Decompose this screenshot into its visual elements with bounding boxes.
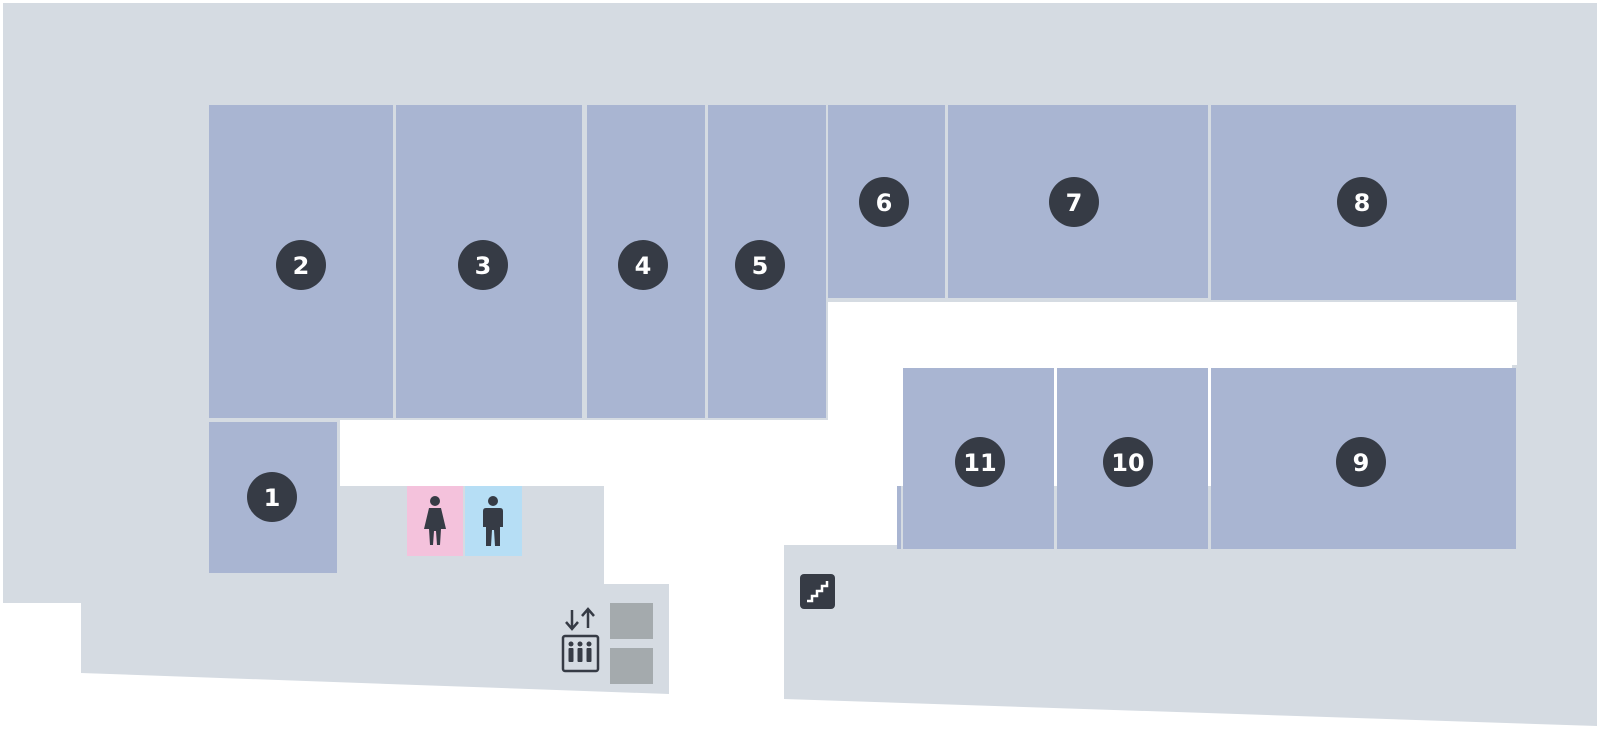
stores: [209, 105, 1516, 573]
store-number-7: 7: [1066, 189, 1083, 217]
elevator-icon: [561, 607, 600, 673]
store-marker-4[interactable]: 4: [618, 240, 668, 290]
store-number-10: 10: [1111, 449, 1144, 477]
store-marker-6[interactable]: 6: [859, 177, 909, 227]
restrooms: [407, 486, 522, 556]
elevator-car-2: [610, 648, 653, 684]
elevator[interactable]: [561, 603, 653, 684]
store-marker-5[interactable]: 5: [735, 240, 785, 290]
store-number-5: 5: [752, 252, 769, 280]
store-marker-7[interactable]: 7: [1049, 177, 1099, 227]
store-marker-3[interactable]: 3: [458, 240, 508, 290]
woman-icon: [424, 496, 446, 545]
store-number-11: 11: [963, 449, 996, 477]
store-number-9: 9: [1353, 449, 1370, 477]
man-icon: [483, 496, 503, 546]
store-marker-11[interactable]: 11: [955, 437, 1005, 487]
store-marker-10[interactable]: 10: [1103, 437, 1153, 487]
stairs[interactable]: [800, 574, 835, 609]
store-number-4: 4: [635, 252, 652, 280]
elevator-car-1: [610, 603, 653, 639]
store-marker-1[interactable]: 1: [247, 472, 297, 522]
store-number-6: 6: [876, 189, 893, 217]
store-number-8: 8: [1354, 189, 1371, 217]
store-number-2: 2: [293, 252, 310, 280]
store-11-edge: [897, 486, 901, 549]
store-number-3: 3: [475, 252, 492, 280]
store-number-1: 1: [264, 484, 281, 512]
store-marker-9[interactable]: 9: [1336, 437, 1386, 487]
store-marker-8[interactable]: 8: [1337, 177, 1387, 227]
store-marker-2[interactable]: 2: [276, 240, 326, 290]
store-markers: 2 3 4 5 6 7 8 1: [247, 177, 1387, 522]
